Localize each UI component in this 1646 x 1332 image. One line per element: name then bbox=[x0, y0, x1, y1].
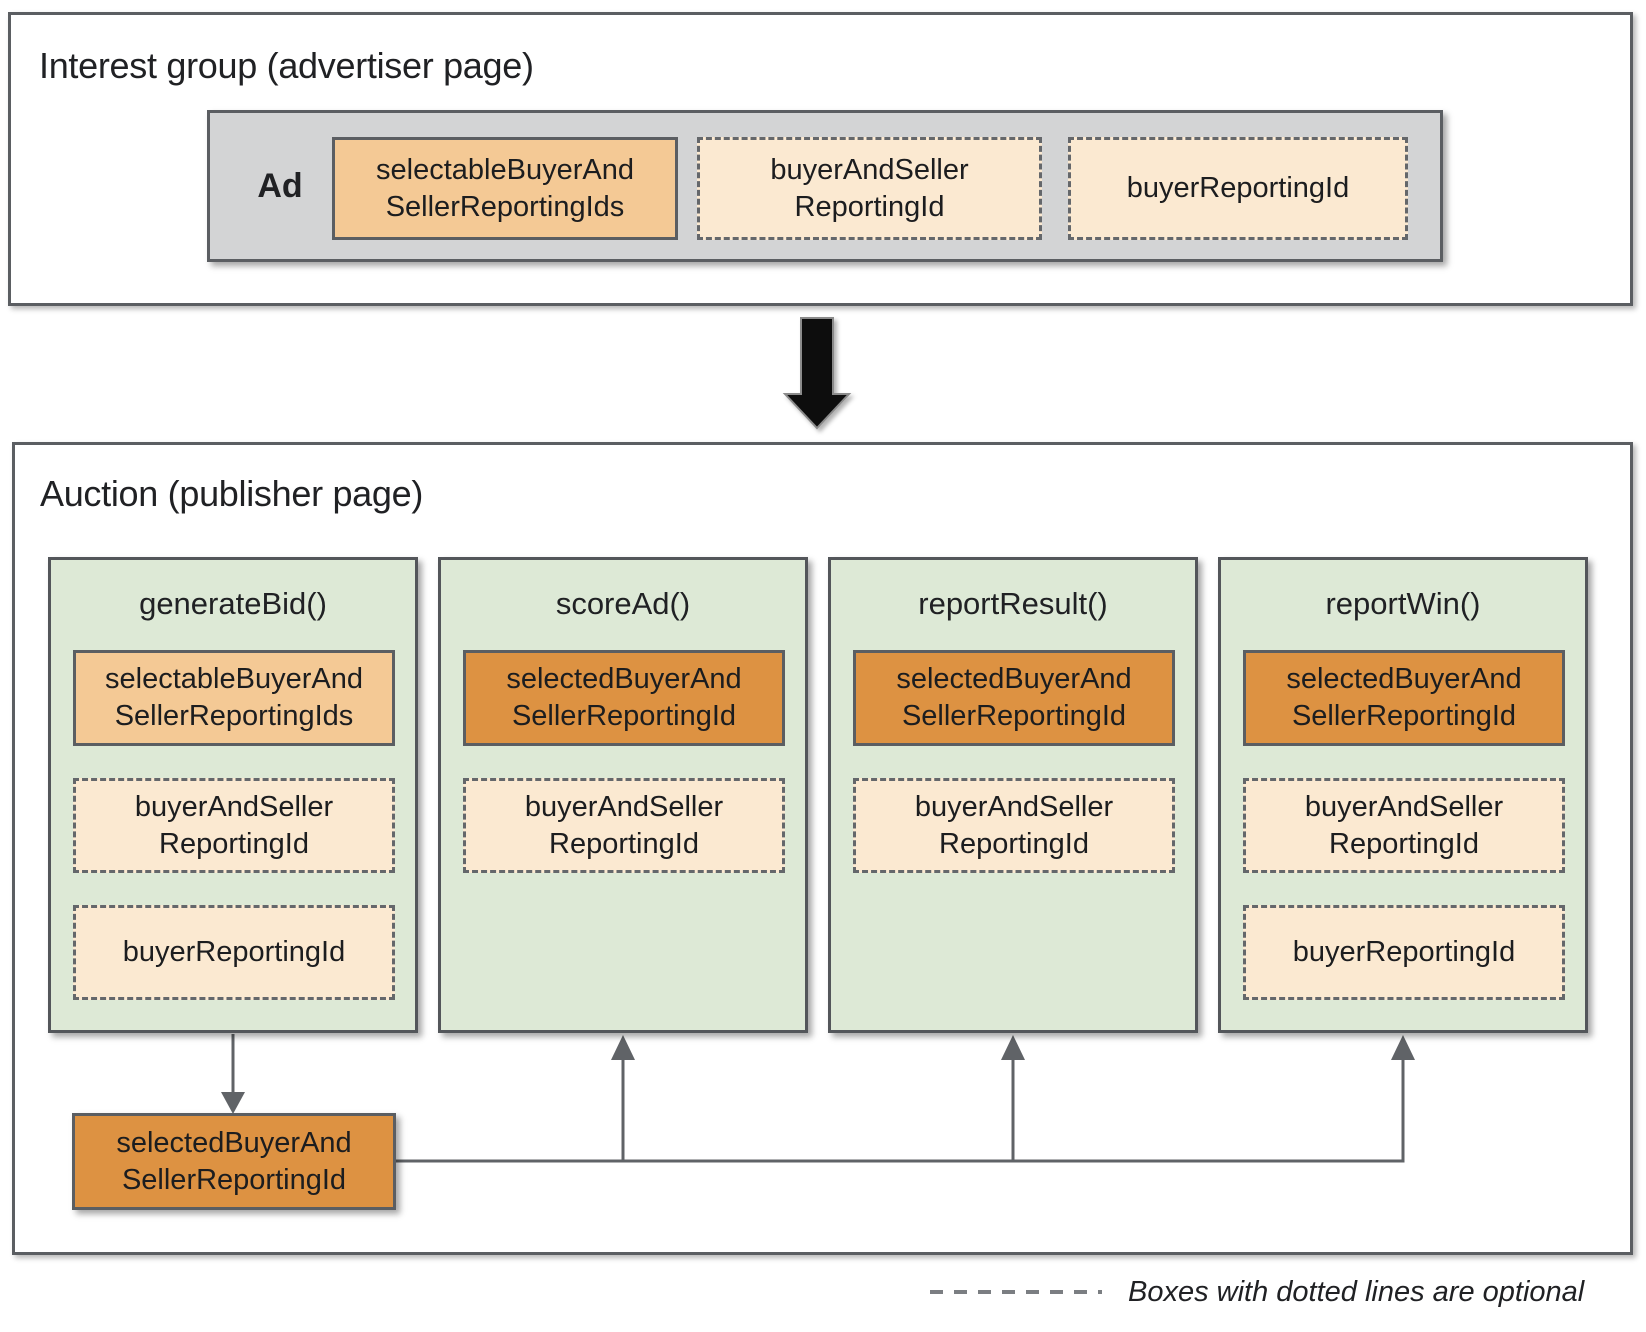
buyer-reporting-id-box: buyerReportingId bbox=[1243, 905, 1565, 1000]
generate-bid-column: generateBid() selectableBuyerAnd SellerR… bbox=[48, 557, 418, 1033]
ad-label: Ad bbox=[257, 166, 303, 205]
buyer-and-seller-reporting-id-box: buyerAndSeller ReportingId bbox=[463, 778, 785, 873]
selected-buyer-and-seller-reporting-id-output-box: selectedBuyerAnd SellerReportingId bbox=[72, 1113, 396, 1210]
buyer-and-seller-reporting-id-box: buyerAndSeller ReportingId bbox=[1243, 778, 1565, 873]
box-label: selectedBuyerAnd SellerReportingId bbox=[506, 663, 742, 732]
legend-text: Boxes with dotted lines are optional bbox=[1128, 1275, 1585, 1308]
selected-buyer-and-seller-reporting-id-box: selectedBuyerAnd SellerReportingId bbox=[1243, 650, 1565, 746]
box-label: selectedBuyerAnd SellerReportingId bbox=[116, 1126, 352, 1196]
box-label: buyerAndSeller ReportingId bbox=[1304, 790, 1504, 860]
report-result-column: reportResult() selectedBuyerAnd SellerRe… bbox=[828, 557, 1198, 1033]
box-label: buyerAndSeller ReportingId bbox=[914, 790, 1114, 860]
selected-buyer-and-seller-reporting-id-box: selectedBuyerAnd SellerReportingId bbox=[853, 650, 1175, 746]
buyer-and-seller-reporting-id-box: buyerAndSeller ReportingId bbox=[73, 778, 395, 873]
buyer-and-seller-reporting-id-box: buyerAndSeller ReportingId bbox=[697, 137, 1042, 240]
score-ad-column: scoreAd() selectedBuyerAnd SellerReporti… bbox=[438, 557, 808, 1033]
column-title: reportWin() bbox=[1325, 586, 1481, 621]
ad-container: Ad selectableBuyerAnd SellerReportingIds… bbox=[207, 110, 1443, 262]
column-title: scoreAd() bbox=[555, 586, 691, 621]
box-label: selectableBuyerAnd SellerReportingIds bbox=[376, 153, 634, 223]
selectable-buyer-and-seller-reporting-ids-box: selectableBuyerAnd SellerReportingIds bbox=[332, 137, 678, 240]
legend: Boxes with dotted lines are optional bbox=[930, 1270, 1584, 1314]
interest-group-title: Interest group (advertiser page) bbox=[39, 45, 534, 86]
buyer-and-seller-reporting-id-box: buyerAndSeller ReportingId bbox=[853, 778, 1175, 873]
box-label: buyerAndSeller ReportingId bbox=[134, 790, 334, 860]
report-win-column: reportWin() selectedBuyerAnd SellerRepor… bbox=[1218, 557, 1588, 1033]
box-label: buyerReportingId bbox=[1126, 172, 1350, 204]
selectable-buyer-and-seller-reporting-ids-box: selectableBuyerAnd SellerReportingIds bbox=[73, 650, 395, 746]
box-label: buyerAndSeller ReportingId bbox=[770, 153, 969, 223]
box-label: buyerAndSeller ReportingId bbox=[524, 790, 724, 860]
buyer-reporting-id-box: buyerReportingId bbox=[73, 905, 395, 1000]
column-title: reportResult() bbox=[918, 586, 1108, 621]
box-label: selectedBuyerAnd SellerReportingId bbox=[1286, 663, 1522, 732]
box-label: buyerReportingId bbox=[122, 936, 346, 968]
box-label: buyerReportingId bbox=[1292, 936, 1516, 968]
box-label: selectedBuyerAnd SellerReportingId bbox=[896, 663, 1132, 732]
auction-title: Auction (publisher page) bbox=[40, 473, 424, 514]
buyer-reporting-id-box: buyerReportingId bbox=[1068, 137, 1408, 240]
box-label: selectableBuyerAnd SellerReportingIds bbox=[105, 663, 363, 732]
interest-group-section: Interest group (advertiser page) Ad sele… bbox=[8, 12, 1633, 306]
dashed-line-sample-icon bbox=[930, 1290, 1102, 1294]
down-arrow-icon bbox=[782, 317, 852, 430]
column-title: generateBid() bbox=[139, 586, 327, 621]
selected-buyer-and-seller-reporting-id-box: selectedBuyerAnd SellerReportingId bbox=[463, 650, 785, 746]
